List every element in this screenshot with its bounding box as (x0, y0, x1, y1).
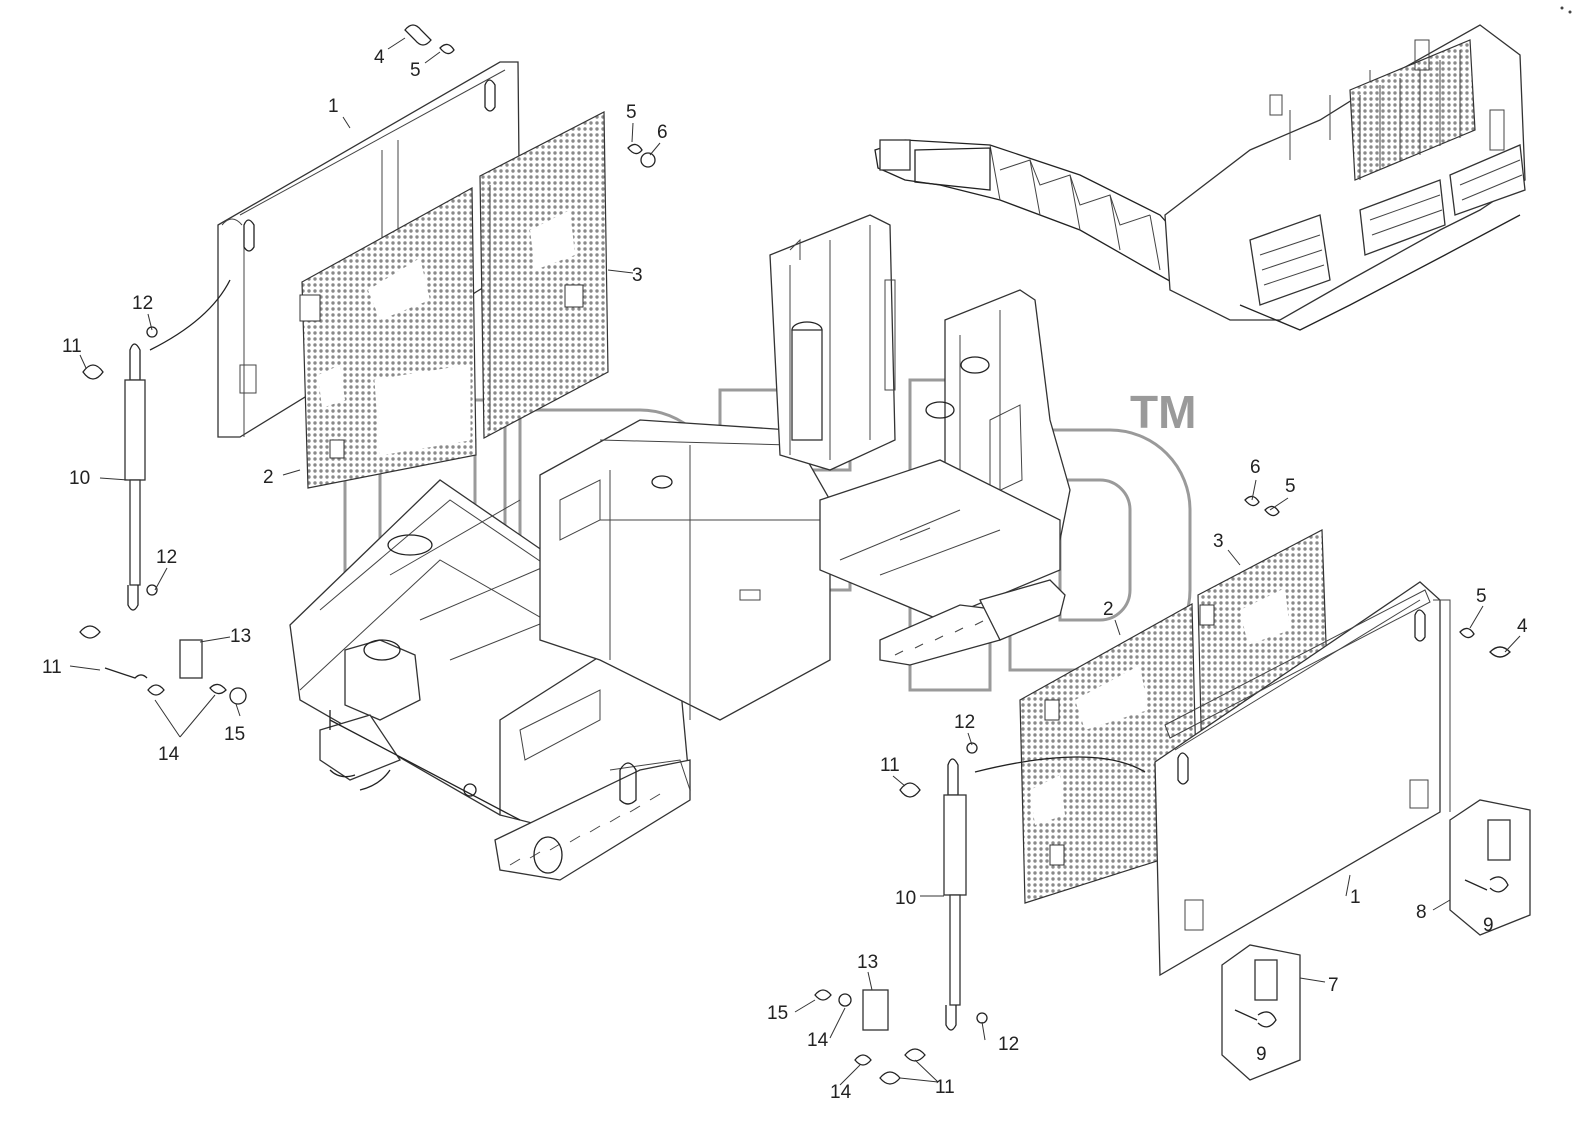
callout-15: 15 (767, 1003, 788, 1024)
callout-7: 7 (1328, 975, 1339, 996)
callout-5: 5 (1476, 586, 1487, 607)
callout-12: 12 (156, 547, 177, 568)
callout-15: 15 (224, 724, 245, 745)
callout-14: 14 (830, 1082, 852, 1103)
callout-3: 3 (632, 265, 643, 286)
callout-4: 4 (1517, 616, 1528, 637)
left-gas-strut (124, 279, 231, 611)
callout-2: 2 (263, 467, 274, 488)
callout-6: 6 (657, 122, 668, 143)
callout-10: 10 (69, 468, 90, 489)
callout-12: 12 (954, 712, 975, 733)
callout-5: 5 (410, 60, 421, 81)
callout-11: 11 (42, 657, 62, 678)
callout-1: 1 (1350, 887, 1361, 908)
callout-6: 6 (1250, 457, 1261, 478)
callout-4: 4 (374, 47, 385, 68)
callout-5: 5 (1285, 476, 1296, 497)
callout-labels: 4 5 1 5 6 3 12 11 10 2 12 13 11 14 15 6 … (42, 47, 1528, 1103)
callout-9: 9 (1483, 915, 1494, 936)
machine-frame (289, 214, 1071, 881)
callout-9: 9 (1256, 1044, 1267, 1065)
right-mesh-screen-front (1019, 602, 1199, 904)
machine-overview-thumbnail (874, 24, 1526, 331)
left-mesh-screen-front (299, 186, 477, 489)
callout-14: 14 (807, 1030, 829, 1051)
right-hardware (814, 495, 1531, 1085)
callout-13: 13 (230, 626, 251, 647)
callout-3: 3 (1213, 531, 1224, 552)
left-mesh-screen-rear (479, 111, 609, 439)
corner-mark (1560, 6, 1572, 14)
left-hardware (79, 24, 656, 705)
watermark-tm: TM (1130, 386, 1196, 438)
callout-2: 2 (1103, 599, 1114, 620)
callout-13: 13 (857, 952, 878, 973)
callout-1: 1 (328, 96, 339, 117)
callout-11: 11 (62, 336, 82, 357)
callout-12: 12 (998, 1034, 1019, 1055)
right-gas-strut (943, 756, 1146, 1031)
callout-5: 5 (626, 102, 637, 123)
right-outer-door-panel (1154, 581, 1451, 977)
callout-11: 11 (880, 755, 900, 776)
callout-8: 8 (1416, 902, 1427, 923)
leader-lines (69, 37, 1521, 1086)
callout-10: 10 (895, 888, 916, 909)
callout-14: 14 (158, 744, 180, 765)
callout-11: 11 (935, 1077, 955, 1098)
callout-12: 12 (132, 293, 153, 314)
